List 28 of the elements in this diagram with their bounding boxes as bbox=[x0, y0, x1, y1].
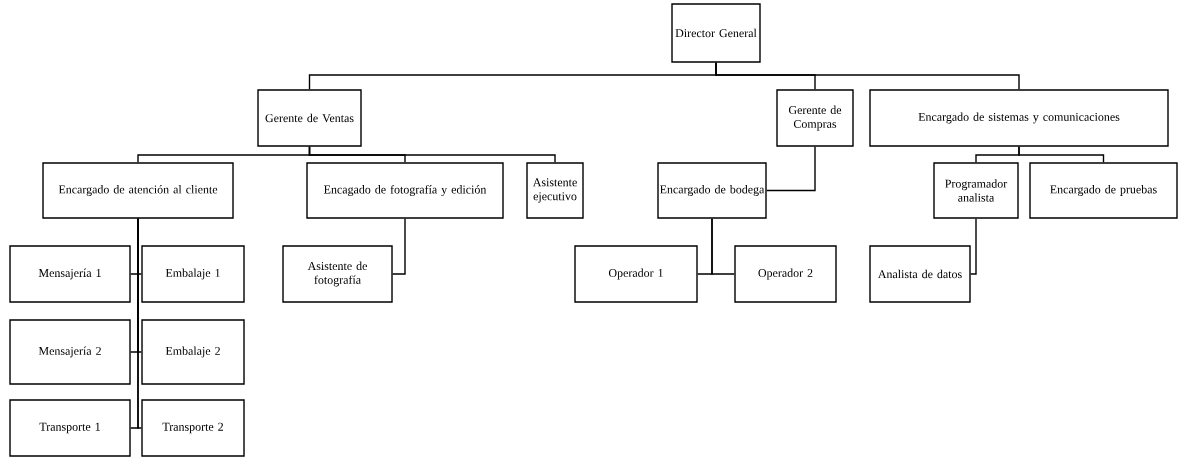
connector-line bbox=[715, 62, 1020, 90]
org-box: Encargado de pruebas bbox=[1029, 162, 1178, 219]
org-box: Encagado de fotografía y edición bbox=[306, 162, 504, 219]
org-box: Gerente de Ventas bbox=[257, 89, 362, 147]
org-box: Embalaje 1 bbox=[141, 245, 245, 303]
connector-line bbox=[137, 218, 142, 429]
org-box: Encargado de atención al cliente bbox=[42, 162, 234, 219]
org-box: Encargado de bodega bbox=[657, 162, 767, 219]
org-box: Director General bbox=[671, 3, 761, 63]
org-box: Gerente de Compras bbox=[776, 89, 854, 147]
org-box: Transporte 2 bbox=[141, 399, 245, 457]
org-box: Programador analista bbox=[933, 162, 1019, 219]
connector-line bbox=[766, 146, 816, 192]
org-box: Encargado de sistemas y comunicaciones bbox=[869, 89, 1169, 147]
connector-line bbox=[1018, 146, 1105, 163]
org-box: Embalaje 2 bbox=[141, 319, 245, 385]
connector-line bbox=[392, 218, 406, 275]
org-box: Mensajería 2 bbox=[9, 319, 131, 385]
connector-line bbox=[711, 218, 735, 275]
connector-line bbox=[308, 146, 556, 163]
org-box: Transporte 1 bbox=[9, 399, 131, 457]
org-box: Operador 2 bbox=[734, 245, 837, 303]
org-box: Asistente ejecutivo bbox=[526, 162, 584, 219]
org-box: Asistente de fotografía bbox=[282, 245, 393, 303]
org-box: Mensajería 1 bbox=[9, 245, 131, 303]
org-box: Operador 1 bbox=[574, 245, 698, 303]
org-box: Analista de datos bbox=[869, 245, 971, 303]
connector-line bbox=[970, 218, 977, 275]
